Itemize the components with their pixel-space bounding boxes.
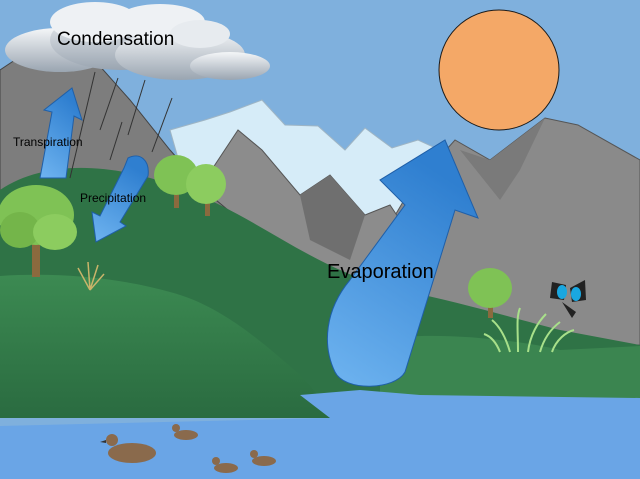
duck-icon	[250, 450, 276, 466]
bank-right	[380, 335, 640, 398]
transpiration-arrow	[39, 87, 83, 179]
rain-lines	[69, 71, 173, 179]
duck-icon	[172, 424, 198, 440]
sun-icon	[438, 9, 560, 131]
reed-icon	[77, 261, 105, 291]
precipitation-arrow	[91, 155, 149, 243]
mountain-middle-dark	[300, 175, 365, 260]
tree-icon	[154, 155, 226, 216]
mountain-right-shadow	[460, 118, 545, 200]
tree-icon	[468, 268, 512, 318]
duck-icon	[212, 457, 238, 473]
lake	[0, 390, 640, 479]
precipitation-label: Precipitation	[80, 191, 146, 205]
reed-icon	[483, 307, 575, 353]
cloud-icon	[5, 2, 270, 80]
condensation-label: Condensation	[57, 29, 174, 50]
evaporation-label: Evaporation	[327, 261, 434, 283]
tree-icon	[0, 185, 77, 277]
grass-front-left	[0, 274, 332, 418]
duck-icon	[100, 434, 156, 463]
butterfly-icon	[550, 280, 586, 318]
evaporation-arrow	[326, 139, 479, 387]
transpiration-label: Transpiration	[13, 135, 83, 149]
